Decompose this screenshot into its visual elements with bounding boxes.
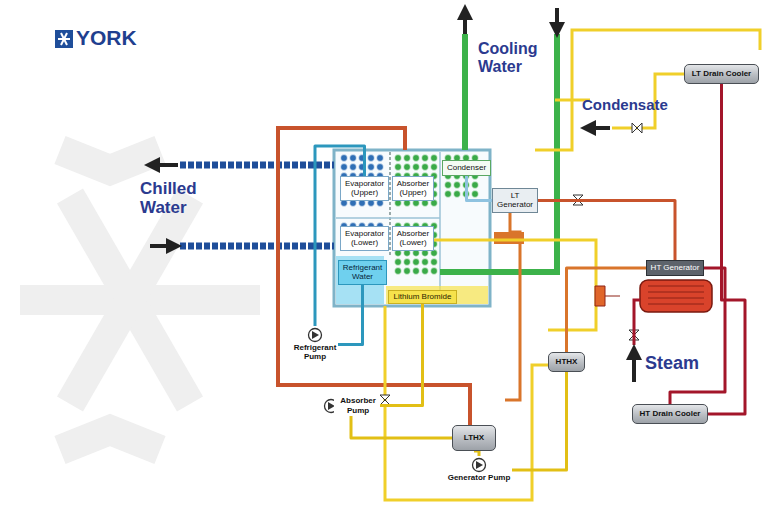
node-text: Evaporator (Lower) [344,229,385,247]
node-text: Absorber (Lower) [396,229,430,247]
node-text: LTHX [463,433,485,442]
node-text: Absorber (Upper) [396,179,430,197]
node-text: HT Drain Cooler [639,409,701,418]
solution-pipes [278,30,760,500]
absorber-section: Absorber (Upper) [392,176,434,201]
evaporator-section: Evaporator (Lower) [340,226,389,251]
generator-label-box: HT Generator [646,260,704,276]
node-text: HTHX [555,357,578,366]
drain-cooler: LT Drain Cooler [684,64,759,84]
refrigerant-sump: Refrigerant Water [338,260,387,285]
pipe-connector [474,451,479,456]
partition [439,152,441,304]
condenser-section: Condenser [442,160,491,176]
absorber-section: Absorber (Lower) [392,226,434,251]
pipe-connector [538,201,675,261]
node-text: Refrigerant Water [342,263,383,281]
solution-sump: Lithium Bromide [388,290,457,304]
generator-section: LT Generator [492,188,538,213]
pipe-connector [380,304,423,406]
logo-icon [55,30,73,48]
node-text: Generator Pump [448,473,511,482]
cooling-water-pipes [440,8,557,272]
node-text: LT Drain Cooler [691,69,752,78]
pipe-connector [670,268,725,404]
logo-text: YORK [76,26,137,49]
drain-cooler: HT Drain Cooler [632,404,708,424]
pump: Absorber Pump [322,395,380,416]
tray [336,217,440,219]
pipe-connector [351,416,452,438]
eliminator [389,152,391,256]
node-text: LT Generator [496,191,534,209]
flow-label: Chilled Water [140,180,197,217]
steam-arrow [632,352,636,382]
steam-pipe [634,300,640,345]
pump: Generator Pump [446,456,512,484]
heat-exchanger: HTHX [548,352,585,372]
pipe-connector [338,285,363,345]
node-text: HT Generator [650,263,700,272]
pipe-connector [512,372,567,470]
watermark-snowflake [20,150,260,450]
heat-exchanger: LTHX [452,425,496,451]
flow-label: Condensate [582,97,668,114]
ht-generator-vessel [595,280,712,312]
absorber-shell [334,150,490,306]
pipe-connector [567,268,647,352]
flow-label: Cooling Water [478,40,538,75]
node-text: Condenser [446,163,487,172]
node-text: Evaporator (Upper) [344,179,385,197]
valves [380,123,642,405]
pump-symbol [471,457,487,473]
pipe-connector [467,176,493,201]
node-text: Lithium Bromide [393,292,452,301]
pump-symbol [307,327,323,343]
pump-symbol [323,398,334,414]
condensate-arrow [588,126,610,130]
flow-label: Steam [645,354,699,374]
pipe-connector [708,84,745,414]
evaporator-section: Evaporator (Upper) [340,176,389,201]
solution-sump [386,286,488,304]
node-text: Absorber Pump [337,396,379,414]
node-text: Refrigerant Pump [293,343,337,361]
pump: Refrigerant Pump [292,326,338,363]
